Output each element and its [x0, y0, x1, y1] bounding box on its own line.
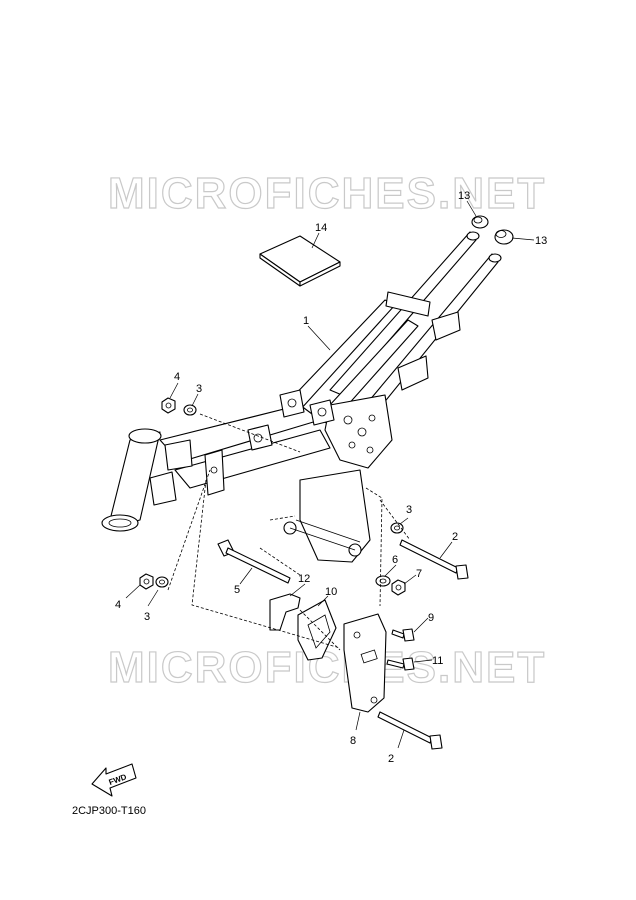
part-1-frame — [101, 231, 502, 563]
callout-11: 11 — [432, 655, 443, 667]
callout-2-lower: 2 — [388, 753, 394, 765]
callout-9: 9 — [428, 612, 434, 624]
callout-3-right: 3 — [406, 504, 412, 516]
leader-lines — [125, 200, 535, 749]
callout-4-lower: 4 — [115, 599, 121, 611]
callout-3-upper: 3 — [196, 383, 202, 395]
part-3-washer-upper — [183, 404, 197, 416]
part-13-cap-left — [471, 215, 489, 229]
callout-6: 6 — [392, 554, 398, 566]
callout-12: 12 — [298, 573, 310, 585]
callout-10: 10 — [325, 586, 337, 598]
callout-13-left: 13 — [458, 190, 470, 202]
callout-13-right: 13 — [535, 235, 547, 247]
part-12-bracket — [269, 593, 301, 631]
watermark-top: MICROFICHES.NET — [108, 169, 546, 218]
callout-14: 14 — [315, 222, 327, 234]
callouts: 1 2 2 3 3 3 4 4 5 6 7 8 9 10 11 12 13 13… — [115, 190, 547, 765]
part-13-cap-right — [494, 229, 514, 245]
callout-7: 7 — [416, 568, 422, 580]
diagram-code: 2CJP300-T160 — [72, 805, 146, 817]
part-3-washer-lower — [155, 576, 169, 588]
part-8-mount-plate — [343, 613, 387, 713]
callout-8: 8 — [350, 735, 356, 747]
callout-3-lower: 3 — [144, 611, 150, 623]
part-14-label-plate — [259, 235, 341, 287]
part-5-bolt — [217, 539, 291, 584]
part-2-bolt-lower — [377, 711, 443, 750]
fwd-arrow: FWD — [91, 763, 137, 797]
callout-4-upper: 4 — [174, 371, 180, 383]
part-7-nut — [391, 579, 406, 596]
part-2-bolt-upper — [399, 539, 469, 580]
part-6-washer — [375, 575, 391, 587]
part-4-nut-lower — [139, 573, 154, 590]
callout-2-upper: 2 — [452, 531, 458, 543]
watermark-bottom: MICROFICHES.NET — [108, 643, 546, 692]
part-3-washer-right — [390, 522, 404, 534]
part-4-nut-upper — [161, 397, 176, 414]
part-9-bolt — [391, 628, 415, 642]
part-11-bolt — [386, 657, 415, 671]
callout-1: 1 — [303, 315, 309, 327]
callout-5: 5 — [234, 584, 240, 596]
dashed-reference-lines — [167, 413, 411, 651]
